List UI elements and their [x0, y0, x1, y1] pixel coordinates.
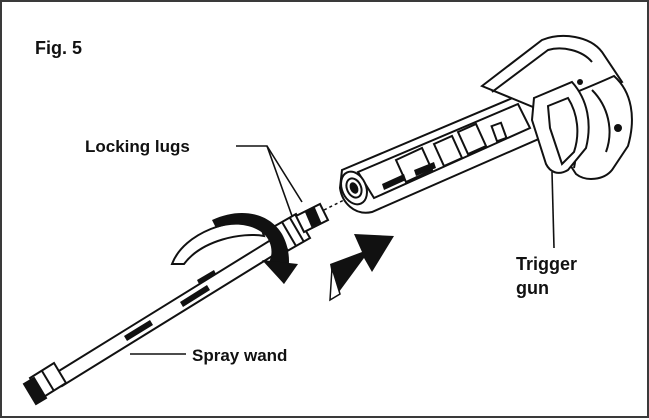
spray-wand-label: Spray wand: [192, 346, 288, 365]
insert-direction-arrow-icon: [329, 234, 394, 302]
leader-lines: [130, 145, 555, 355]
trigger-gun-label: Trigger gun: [516, 252, 577, 300]
rotation-arrow-icon: [170, 212, 298, 284]
trigger-gun-label-line1: Trigger: [516, 254, 578, 274]
figure-number: Fig. 5: [35, 38, 83, 58]
trigger-gun-label-line2: gun: [516, 278, 549, 298]
spray-wand: [22, 202, 330, 406]
trigger-gun: [338, 35, 633, 214]
locking-lugs-label: Locking lugs: [85, 137, 190, 156]
